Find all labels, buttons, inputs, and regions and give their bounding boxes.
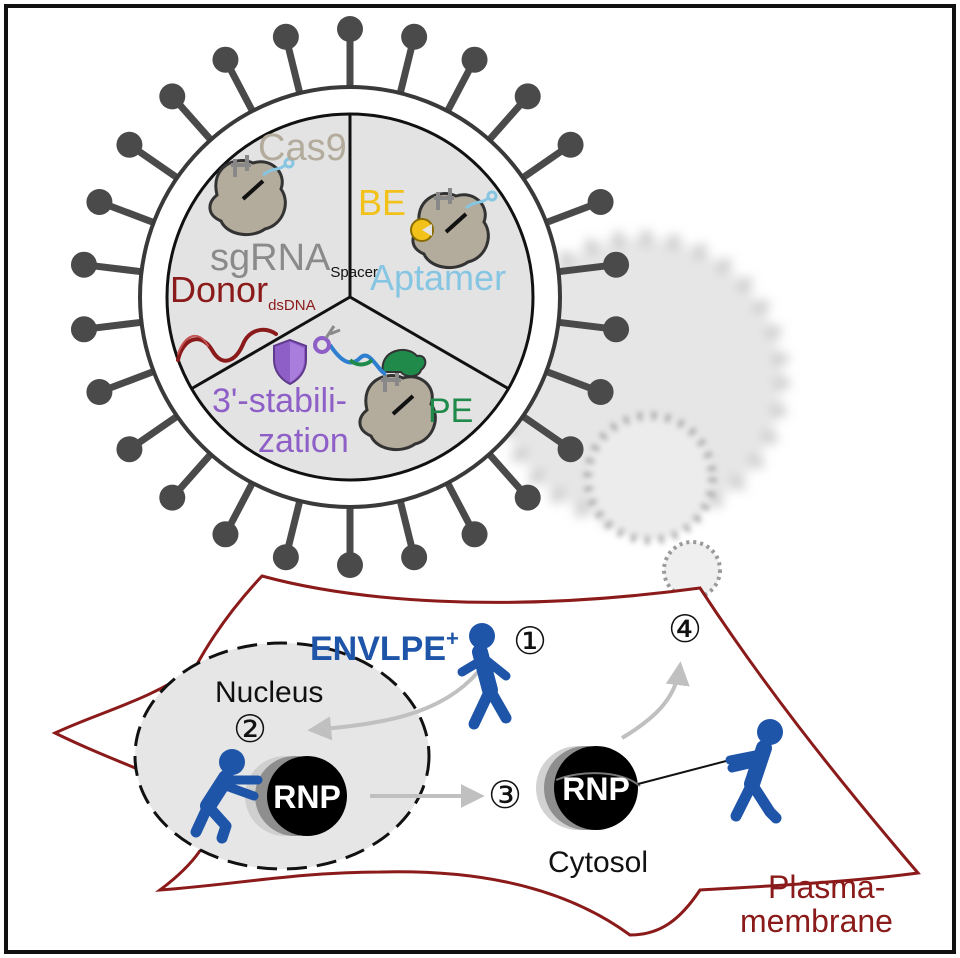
label-spacer: Spacer xyxy=(330,264,378,281)
vlp-spike-head xyxy=(272,23,299,50)
vlp-spike-head xyxy=(587,188,614,215)
vlp-spike-head xyxy=(603,251,630,278)
prime-editor-icon xyxy=(358,348,437,452)
svg-text:②: ② xyxy=(233,709,267,751)
rnp-nucleus: RNP xyxy=(245,756,347,836)
label-donor: DonordsDNA xyxy=(170,269,316,314)
vlp-spike-head xyxy=(557,131,584,158)
vlp-spike-head xyxy=(116,436,143,463)
label-envlpe-plus: + xyxy=(446,626,459,651)
label-nucleus: Nucleus xyxy=(215,676,323,709)
svg-text:④: ④ xyxy=(668,609,702,651)
label-cas9: Cas9 xyxy=(258,127,347,169)
vlp-spike-head xyxy=(587,379,614,406)
sector-divider-left xyxy=(190,295,351,391)
reverse-transcriptase-icon xyxy=(381,348,427,378)
label-rnp-nucleus: RNP xyxy=(273,779,341,815)
vlp-spike-head xyxy=(86,188,113,215)
pulling-person-icon xyxy=(725,719,783,824)
label-stabilization-2: zation xyxy=(258,422,349,460)
vlp-spike-head xyxy=(603,316,630,343)
rnp-cytosol: RNP xyxy=(536,746,641,830)
vlp-spike-head xyxy=(272,544,299,571)
vlp-spike-head xyxy=(461,46,488,73)
svg-text:③: ③ xyxy=(488,775,522,817)
pegrna-extension xyxy=(328,343,387,376)
vlp-spike-head xyxy=(337,16,363,42)
donor-dsdna-squiggle xyxy=(176,327,278,363)
vlp-spike-head xyxy=(70,251,97,278)
vlp-spike-head xyxy=(212,46,239,73)
base-editor-icon xyxy=(410,188,498,270)
vlp-spike-head xyxy=(557,436,584,463)
step-marker-3: ③ xyxy=(488,775,522,817)
label-rnp-cytosol: RNP xyxy=(562,771,630,807)
budding-particle-medium xyxy=(584,412,716,544)
vlp-spike-head xyxy=(86,379,113,406)
step-marker-4: ④ xyxy=(668,609,702,651)
label-stabilization-1: 3'-stabili- xyxy=(212,382,347,420)
label-cytosol: Cytosol xyxy=(548,846,648,879)
arrow-cytosol-to-membrane xyxy=(620,661,690,740)
vlp-spike-head xyxy=(514,83,541,110)
label-envlpe: ENVLPE+ xyxy=(310,626,459,668)
vlp-spike-head xyxy=(514,484,541,511)
pushing-person-icon xyxy=(190,749,263,844)
label-aptamer: Aptamer xyxy=(370,257,506,298)
vlp-spike-head xyxy=(70,316,97,343)
vlp-spike-head xyxy=(212,521,239,548)
walking-person-icon xyxy=(457,623,512,730)
label-dsdna: dsDNA xyxy=(268,297,316,314)
step-marker-2: ② xyxy=(233,709,267,751)
pull-rope xyxy=(637,759,731,785)
vlp-spike-head xyxy=(337,552,363,578)
vlp-spike-head xyxy=(159,83,186,110)
vlp-spike-head xyxy=(116,131,143,158)
sector-divider-right xyxy=(349,295,510,391)
svg-text:①: ① xyxy=(513,621,547,663)
label-plasma-2: membrane xyxy=(740,903,893,939)
vlp-spikes xyxy=(70,16,630,578)
label-sgrna: sgRNASpacer xyxy=(210,237,378,281)
label-be: BE xyxy=(358,182,406,223)
vlp-spike-head xyxy=(401,544,428,571)
label-pe: PE xyxy=(428,392,473,430)
arrow-to-nucleus xyxy=(307,670,480,741)
vlp-spike-head xyxy=(401,23,428,50)
cas9-protein-icon xyxy=(208,155,295,237)
vlp-spike-head xyxy=(159,484,186,511)
vlp-spike-head xyxy=(461,521,488,548)
step-marker-1: ① xyxy=(513,621,547,663)
label-plasma-1: Plasma- xyxy=(768,869,885,905)
